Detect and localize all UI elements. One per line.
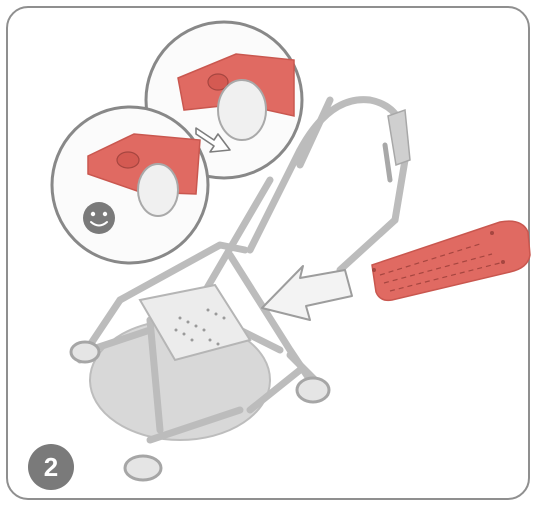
smiley-face-icon xyxy=(83,202,115,234)
red-seat-insert xyxy=(372,221,530,300)
arrow-left-icon xyxy=(262,266,352,320)
step-number-badge: 2 xyxy=(28,444,74,490)
detail-circle-before xyxy=(52,107,208,263)
handle-grip xyxy=(388,110,410,165)
